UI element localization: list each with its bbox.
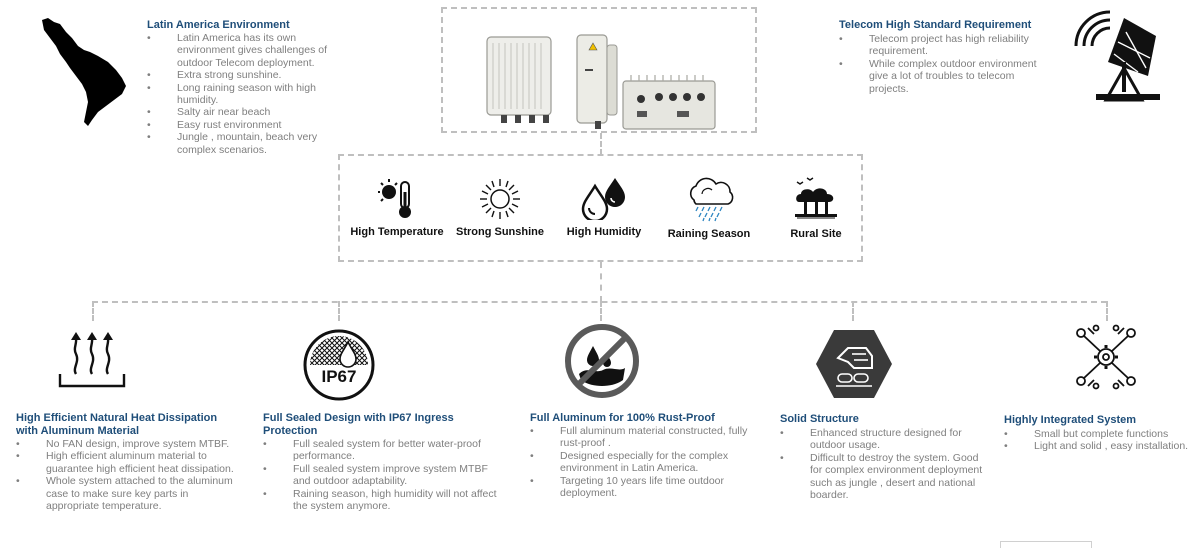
product-image-frame: [441, 7, 757, 133]
list-item: Jungle , mountain, beach very complex sc…: [147, 131, 347, 156]
latin-america-bullets: Latin America has its own environment gi…: [147, 32, 347, 156]
list-item: Telecom project has high reliability req…: [839, 33, 1051, 58]
feature-title: Solid Structure: [780, 413, 859, 425]
env-item-strong-sunshine: Strong Sunshine: [452, 178, 548, 238]
feature-bullets: Full sealed system for better water-proo…: [263, 438, 505, 512]
list-item: Designed especially for the complex envi…: [530, 450, 750, 475]
ip67-label: IP67: [322, 367, 357, 386]
list-item: Light and solid , easy installation.: [1004, 440, 1200, 453]
feature-bullets: Enhanced structure designed for outdoor …: [780, 427, 992, 501]
env-label: Raining Season: [667, 228, 751, 240]
water-drops-icon: [581, 178, 625, 220]
list-item: Salty air near beach: [147, 106, 347, 119]
list-item: Full aluminum material constructed, full…: [530, 425, 750, 450]
list-item: Targeting 10 years life time outdoor dep…: [530, 475, 750, 500]
list-item: No FAN design, improve system MTBF.: [16, 438, 241, 451]
product-image: [486, 34, 716, 130]
list-item: Full sealed system improve system MTBF a…: [263, 463, 505, 488]
integrated-system-icon: [1072, 324, 1140, 390]
connector-line: [600, 262, 602, 302]
env-item-rural-site: Rural Site: [772, 176, 860, 240]
list-item: Long raining season with high humidity.: [147, 82, 347, 107]
env-label: Rural Site: [790, 228, 842, 240]
connector-line: [600, 133, 602, 155]
list-item: Enhanced structure designed for outdoor …: [780, 427, 992, 452]
list-item: Easy rust environment: [147, 119, 347, 132]
thermometer-sun-icon: [378, 179, 411, 218]
satellite-tower-icon: [1066, 6, 1166, 102]
list-item: High efficient aluminum material to guar…: [16, 450, 241, 475]
solid-structure-icon: [814, 328, 894, 400]
latin-america-title: Latin America Environment: [147, 19, 290, 31]
env-label: High Humidity: [566, 226, 642, 238]
feature-title: Full Aluminum for 100% Rust-Proof: [530, 412, 715, 424]
connector-line: [600, 301, 602, 321]
feature-title: Full Sealed Design with IP67 Ingress Pro…: [263, 412, 454, 437]
feature-bullets: No FAN design, improve system MTBF. High…: [16, 438, 241, 512]
feature-bullets: Full aluminum material constructed, full…: [530, 425, 750, 499]
feature-bullets: Small but complete functions Light and s…: [1004, 428, 1200, 453]
list-item: Difficult to destroy the system. Good fo…: [780, 452, 992, 502]
heat-dissipation-icon: [56, 330, 128, 390]
environment-box: [338, 154, 863, 262]
connector-line: [852, 301, 854, 321]
list-item: Latin America has its own environment gi…: [147, 32, 347, 69]
sun-icon: [480, 179, 520, 219]
rain-cloud-icon: [689, 177, 734, 222]
decorative-frame: [1000, 541, 1092, 548]
feature-title: High Efficient Natural Heat Dissipation …: [16, 412, 218, 437]
rural-trees-icon: [795, 177, 837, 219]
env-label: Strong Sunshine: [456, 226, 544, 238]
env-item-high-humidity: High Humidity: [560, 176, 648, 238]
list-item: While complex outdoor environment give a…: [839, 58, 1051, 95]
list-item: Whole system attached to the aluminum ca…: [16, 475, 241, 512]
connector-line: [338, 301, 340, 321]
env-item-raining-season: Raining Season: [660, 176, 758, 240]
feature-title: Highly Integrated System: [1004, 414, 1137, 426]
list-item: Full sealed system for better water-proo…: [263, 438, 505, 463]
env-label: High Temperature: [350, 226, 444, 238]
ip67-badge-icon: IP67: [302, 328, 376, 402]
connector-line: [92, 301, 94, 321]
no-rust-icon: [563, 322, 641, 400]
south-america-map-icon: [38, 16, 132, 128]
list-item: Extra strong sunshine.: [147, 69, 347, 82]
telecom-bullets: Telecom project has high reliability req…: [839, 33, 1051, 95]
connector-line: [92, 301, 1107, 303]
list-item: Small but complete functions: [1004, 428, 1200, 441]
list-item: Raining season, high humidity will not a…: [263, 488, 505, 513]
env-item-high-temperature: High Temperature: [346, 178, 448, 238]
telecom-title: Telecom High Standard Requirement: [839, 19, 1032, 31]
connector-line: [1106, 301, 1108, 321]
